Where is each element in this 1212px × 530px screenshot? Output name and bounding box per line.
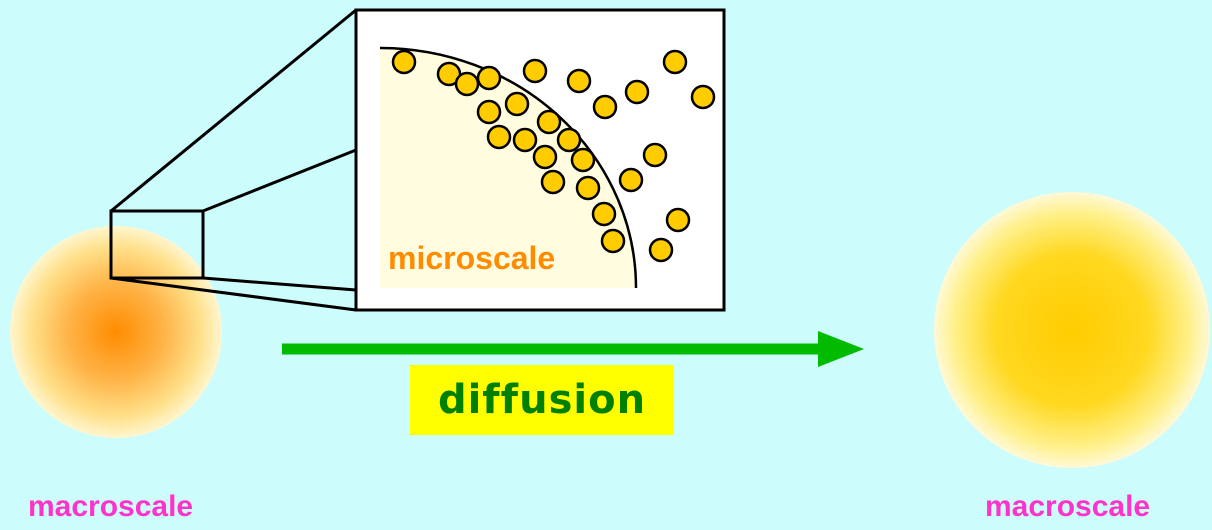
particle: [454, 71, 480, 97]
zoom-source-box: [109, 209, 205, 280]
particle: [522, 58, 548, 84]
particle: [624, 79, 650, 105]
particle: [391, 49, 417, 75]
particle: [575, 175, 601, 201]
particle: [592, 94, 618, 120]
concentrated-blob: [10, 226, 222, 438]
particle: [536, 109, 562, 135]
blob-interior: [380, 48, 636, 288]
blob-boundary: [379, 46, 638, 289]
particle: [504, 91, 530, 117]
particles: [391, 49, 716, 263]
particle: [556, 127, 582, 153]
particle: [476, 99, 502, 125]
diffusion-arrow: [282, 331, 864, 367]
microscale-label: microscale: [388, 240, 556, 276]
particle: [540, 169, 566, 195]
diffused-blob: [934, 192, 1210, 468]
particle: [486, 124, 512, 150]
particle: [591, 201, 617, 227]
macroscale-label-left: macroscale: [28, 490, 194, 523]
particle: [662, 49, 688, 75]
particle: [690, 84, 716, 110]
particle: [570, 147, 596, 173]
particle: [512, 127, 538, 153]
particle: [665, 207, 691, 233]
zoom-lines: [110, 8, 357, 312]
particle: [648, 237, 674, 263]
diffusion-label: diffusion: [437, 377, 647, 423]
particle: [566, 68, 592, 94]
particle: [476, 65, 502, 91]
particle: [618, 167, 644, 193]
particle: [600, 228, 626, 254]
macroscale-label-right: macroscale: [985, 490, 1151, 523]
particle: [642, 142, 668, 168]
particle: [532, 144, 558, 170]
diffusion-highlight: diffusion: [410, 365, 674, 435]
